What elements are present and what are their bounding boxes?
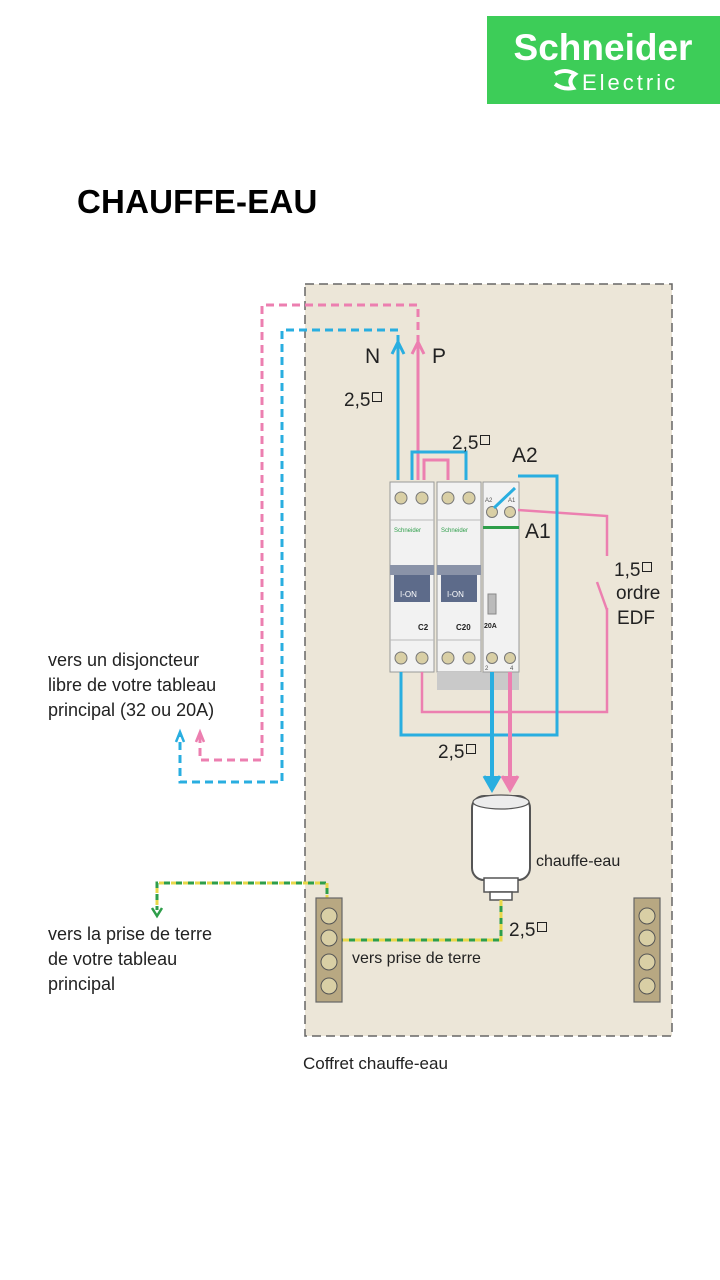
note-earth: vers la prise de terre de votre tableau … [48, 922, 212, 997]
label-coil-a1: A1 [525, 520, 551, 543]
svg-text:I-ON: I-ON [400, 590, 417, 599]
note-breaker-line-2: libre de votre tableau [48, 675, 217, 695]
heater-phase-arrow-icon [500, 775, 520, 794]
square-mm-icon [480, 435, 491, 445]
label-earth-local: vers prise de terre [352, 950, 481, 967]
svg-text:4: 4 [510, 666, 514, 672]
page-title: CHAUFFE-EAU [77, 183, 318, 220]
logo-subtitle: Electric [582, 70, 678, 95]
square-mm-icon [642, 562, 653, 572]
label-phase: P [432, 345, 447, 368]
coil-a2-wire [492, 486, 517, 510]
neutral-bridge [410, 450, 468, 480]
neutral-up-arrow-icon [390, 338, 406, 355]
svg-text:A2: A2 [485, 498, 493, 504]
svg-text:Schneider: Schneider [441, 528, 468, 534]
edf-order-wire-top [517, 508, 609, 556]
phase-bridge [422, 458, 450, 480]
svg-text:A1: A1 [508, 498, 516, 504]
logo-swirl-icon [553, 69, 579, 91]
svg-text:20A: 20A [484, 623, 497, 630]
square-mm-icon [372, 392, 383, 402]
note-earth-line-2: de votre tableau [48, 949, 178, 969]
label-section-out: 2,5 [438, 742, 477, 764]
earth-arrow-icon [150, 907, 164, 919]
edf-order-switch-icon [595, 581, 609, 611]
svg-text:C2: C2 [418, 623, 429, 632]
label-edf-order-1: ordre [616, 583, 661, 604]
label-section-bridge: 2,5 [452, 433, 491, 455]
water-heater-icon [471, 794, 531, 901]
earth-terminal-block-right [633, 897, 661, 1003]
heater-neutral-arrow-icon [482, 775, 502, 794]
earth-terminal-block-left [315, 897, 343, 1003]
note-earth-line-3: principal [48, 974, 116, 994]
svg-text:I-ON: I-ON [447, 590, 464, 599]
svg-text:Schneider: Schneider [394, 528, 421, 534]
note-breaker: vers un disjoncteur libre de votre table… [48, 648, 216, 723]
earth-incoming-green [155, 881, 329, 918]
note-breaker-line-1: vers un disjoncteur [48, 650, 200, 670]
phase-arrow-icon [194, 728, 206, 743]
phase-up-arrow-icon [410, 338, 426, 355]
neutral-arrow-icon [174, 728, 186, 743]
coil-neutral-return [399, 474, 559, 737]
label-box: Coffret chauffe-eau [303, 1054, 448, 1073]
breaker-c20: Schneider I-ON C20 [436, 481, 482, 673]
label-coil-a2: A2 [512, 444, 538, 467]
edf-order-wire-bottom [420, 608, 609, 714]
earth-heater-wire-yellow [338, 900, 503, 942]
label-section-earth: 2,5 [509, 920, 548, 942]
incoming-phase-cable [198, 303, 420, 762]
logo-graphic: Schneider Electric [514, 27, 693, 95]
contactor-20a: A2 A1 20A 2 4 [437, 481, 520, 690]
incoming-neutral-cable [178, 328, 400, 784]
square-mm-icon [466, 744, 477, 754]
svg-text:C20: C20 [456, 623, 471, 632]
square-mm-icon [537, 922, 548, 932]
label-neutral: N [365, 345, 381, 368]
label-edf-section: 1,5 [614, 560, 653, 582]
svg-text:2: 2 [485, 666, 489, 672]
label-section-in: 2,5 [344, 390, 383, 412]
note-earth-line-1: vers la prise de terre [48, 924, 213, 944]
breaker-c2: Schneider I-ON C2 [389, 481, 435, 673]
note-breaker-line-3: principal (32 ou 20A) [48, 700, 215, 720]
schneider-electric-logo: Schneider Electric [487, 16, 720, 104]
label-edf-order-2: EDF [617, 608, 655, 629]
logo-wordmark: Schneider [514, 27, 693, 68]
label-heater: chauffe-eau [536, 853, 621, 870]
earth-incoming-yellow [155, 881, 329, 918]
